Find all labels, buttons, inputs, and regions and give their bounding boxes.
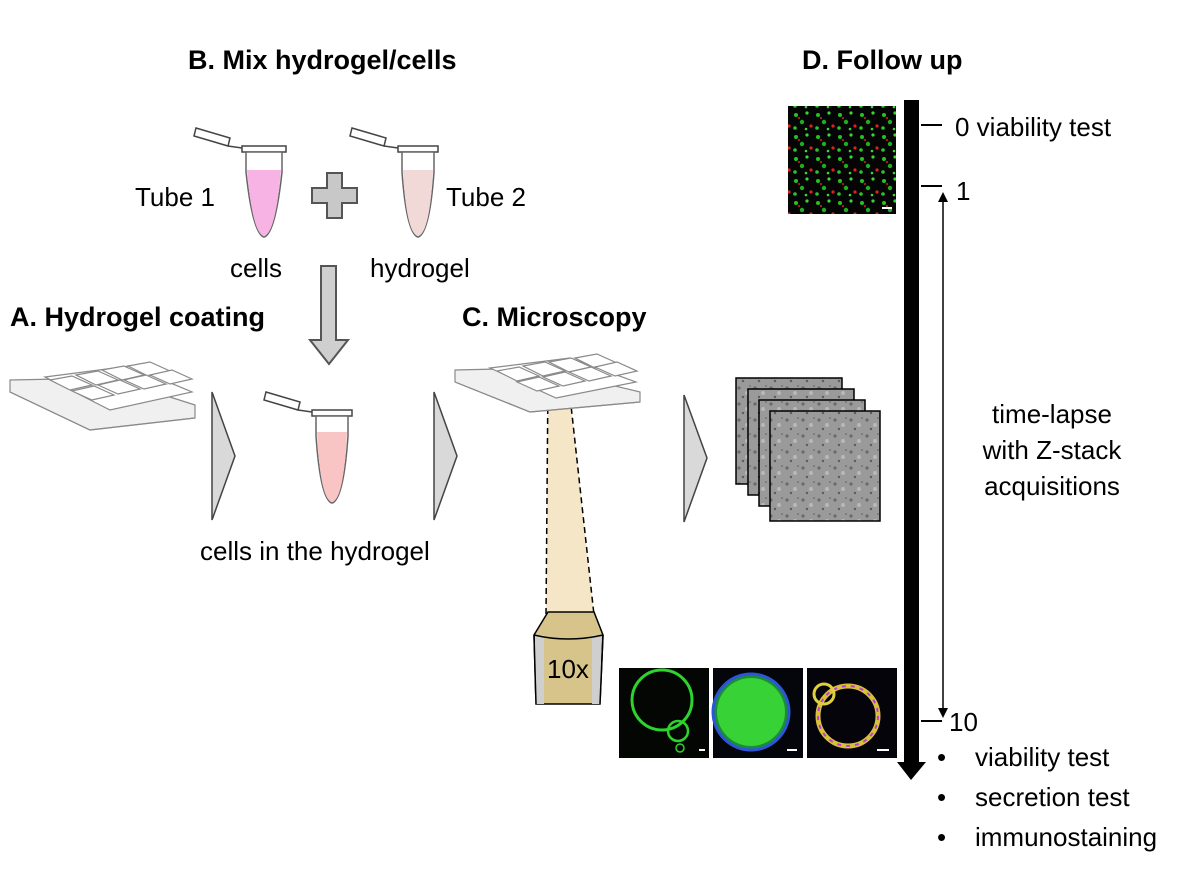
light-beam [546,378,594,615]
tube2-icon [349,127,439,238]
timepoint-0-label: 0 viability test [955,112,1112,142]
cells-label: cells [230,253,283,283]
viability-image [788,106,896,214]
endpoint-assay-item: viability test [937,742,1157,782]
timepoint-1-label: 1 [956,176,971,206]
endpoint-image-2 [711,668,803,758]
well-plate-a-icon [9,361,196,431]
tube1-icon [193,127,287,238]
plus-icon [311,172,358,219]
z-stack-images [735,377,881,522]
timeline [897,100,948,780]
heading-mix: B. Mix hydrogel/cells [188,45,457,75]
time-lapse-line-1: time-lapse [992,399,1112,429]
tube1-label: Tube 1 [135,182,215,212]
endpoint-image-3 [807,668,897,758]
down-arrow-icon [307,265,351,366]
endpoint-assays-list: viability test secretion test immunostai… [937,742,1157,862]
time-lapse-label: time-lapse with Z-stack acquisitions [962,396,1142,504]
heading-follow-up: D. Follow up [802,45,963,75]
objective-label: 10x [547,654,589,684]
tube2-label: Tube 2 [446,182,526,212]
process-arrow-3 [683,394,708,523]
mixed-tube-icon [263,391,353,504]
heading-microscopy: C. Microscopy [462,302,647,332]
time-lapse-line-3: acquisitions [984,471,1120,501]
well-plate-c-icon [454,353,641,413]
endpoint-assay-item: secretion test [937,782,1157,822]
endpoint-assay-item: immunostaining [937,822,1157,862]
hydrogel-label: hydrogel [370,253,470,283]
objective-lens-icon [533,611,604,705]
process-arrow-1 [211,391,236,521]
timepoint-10-label: 10 [949,707,978,737]
time-lapse-line-2: with Z-stack [982,435,1122,465]
mixed-tube-label: cells in the hydrogel [200,536,430,566]
heading-coating: A. Hydrogel coating [10,302,266,332]
process-arrow-2 [433,391,458,521]
endpoint-image-1 [619,668,709,758]
